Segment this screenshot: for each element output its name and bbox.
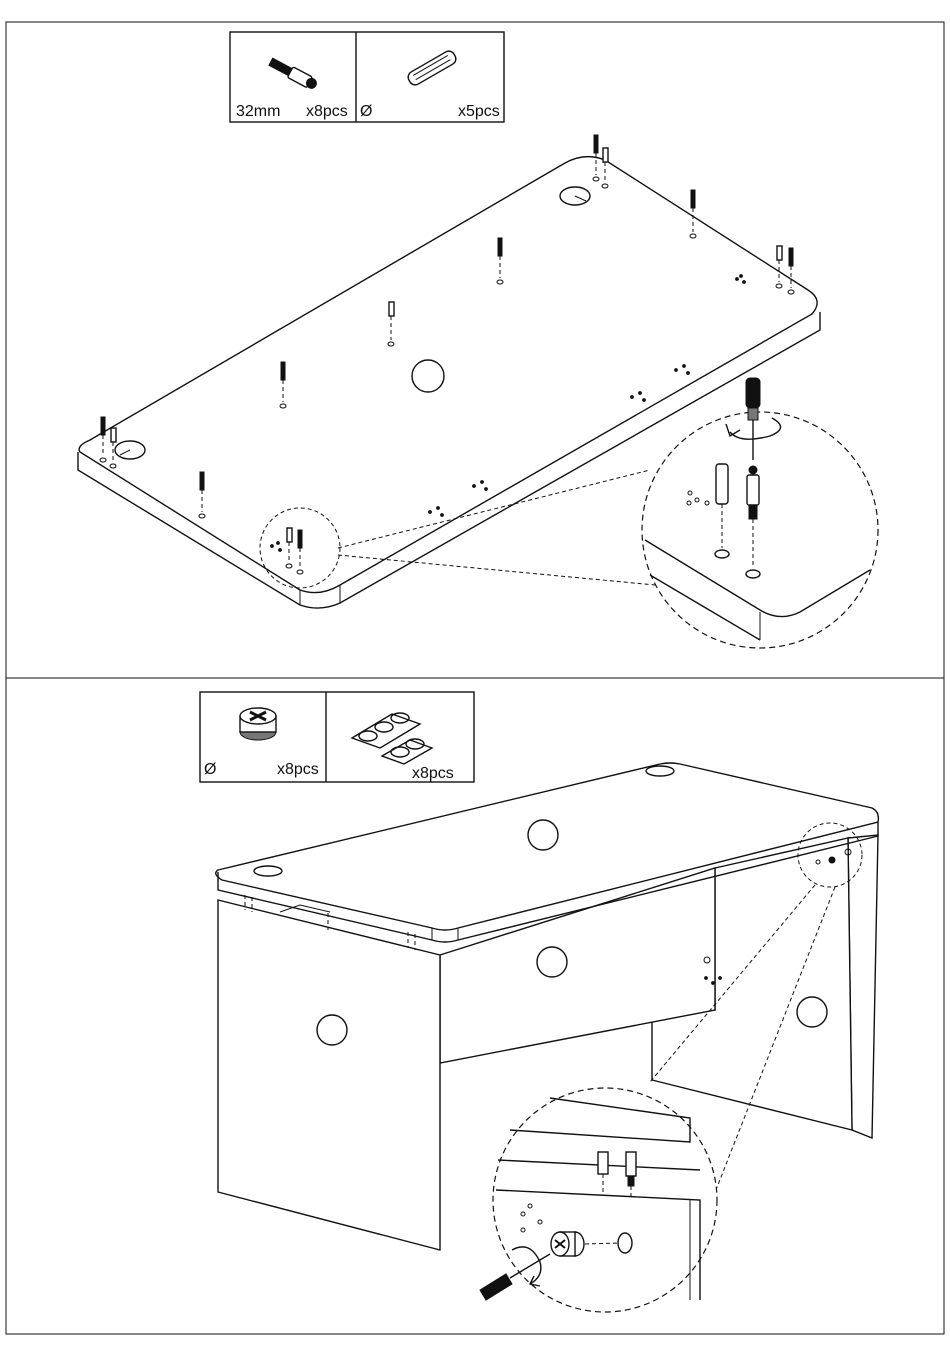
parts-box-step-1: 32mm x8pcs Ø x5pcs xyxy=(230,32,504,122)
zoom-detail-step-1 xyxy=(642,378,878,648)
left-side-panel xyxy=(218,895,440,1250)
step-1: 32mm x8pcs Ø x5pcs xyxy=(78,32,878,648)
zoom-detail-step-2 xyxy=(480,1088,717,1312)
cam-bolt-detail xyxy=(626,1152,636,1186)
dowel-detail xyxy=(598,1152,608,1174)
part-size-label: 32mm xyxy=(236,103,280,120)
step-2: Ø x8pcs x8pcs xyxy=(200,692,878,1312)
felt-pads-icon xyxy=(352,713,432,764)
part-size-label: Ø xyxy=(360,103,372,120)
wooden-dowel-icon xyxy=(406,49,458,87)
part-qty-label: x5pcs xyxy=(458,103,500,120)
part-qty-label: x8pcs xyxy=(412,765,454,782)
part-qty-label: x8pcs xyxy=(306,103,348,120)
part-qty-label: x8pcs xyxy=(277,761,319,778)
cam-lock-detail xyxy=(551,1232,584,1256)
part-size-label: Ø xyxy=(204,761,216,778)
cam-lock-icon xyxy=(240,708,276,740)
parts-box-step-2: Ø x8pcs x8pcs xyxy=(200,692,474,782)
cam-bolt-icon xyxy=(268,56,319,91)
